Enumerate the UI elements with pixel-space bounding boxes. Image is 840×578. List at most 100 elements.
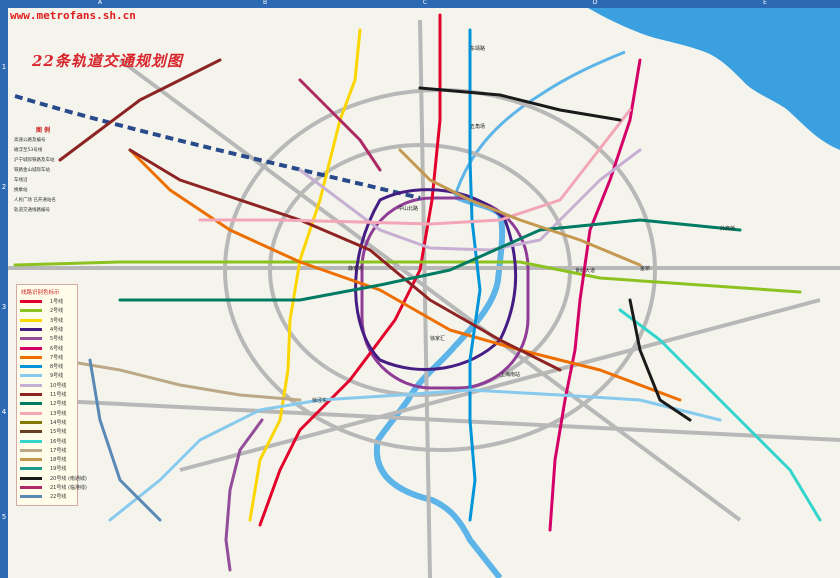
metro-line-16 <box>618 308 822 522</box>
line-color-swatch <box>20 430 42 434</box>
station-label: 上海南站 <box>500 371 520 378</box>
line-color-swatch <box>20 476 42 480</box>
metro-line-13 <box>198 108 632 226</box>
line-color-swatch <box>20 300 42 303</box>
line-color-swatch <box>20 337 42 341</box>
line-key-row: 18号线 <box>20 455 78 463</box>
line-key-label: 1号线 <box>50 299 64 305</box>
line-color-swatch <box>20 393 42 396</box>
grid-row-label: 2 <box>1 183 7 191</box>
line-color-swatch <box>20 402 42 406</box>
metro-line-6 <box>548 58 642 532</box>
metro-line-1 <box>258 13 442 527</box>
legend-item: 高速公路及编号 <box>14 138 46 143</box>
metro-line-5 <box>224 418 264 572</box>
line-color-swatch <box>20 374 42 378</box>
island-area <box>612 54 705 120</box>
line-key-row: 15号线 <box>20 427 78 435</box>
station-label: 外高桥 <box>720 225 735 232</box>
legend-item: 铁路金山城际车站 <box>14 168 50 173</box>
legend: 图 例 高速公路及编号 磁浮至53号线 沪宁城际铁路及车站 铁路金山城际车站 车… <box>14 125 80 225</box>
grid-col-label: E <box>763 0 767 6</box>
metro-line-22 <box>88 358 162 522</box>
line-key-row: 12号线 <box>20 399 78 407</box>
grid-col-label: B <box>262 0 268 6</box>
line-key-label: 22号线 <box>50 494 67 501</box>
station-label: 静安寺 <box>348 265 363 272</box>
station-label: 徐泾东 <box>312 397 327 404</box>
station-label: 中山北路 <box>398 205 418 212</box>
line-key-row: 16号线 <box>20 437 78 445</box>
grid-row-label: 5 <box>1 513 7 521</box>
line-key-row: 7号线 <box>20 353 78 361</box>
grid-col-label: A <box>97 0 103 6</box>
line-key-label: 6号线 <box>50 345 64 352</box>
grid-bar-top: A B C D E <box>0 0 840 8</box>
line-key-label: 12号线 <box>50 401 67 408</box>
line-key-row: 4号线 <box>20 325 78 333</box>
line-key-row: 10号线 <box>20 381 78 389</box>
legend-item: 磁浮至53号线 <box>14 148 43 153</box>
station-label: 金桥 <box>640 265 650 272</box>
legend-item: 车线沿 <box>14 178 28 183</box>
inner-ring <box>360 196 530 390</box>
station-label: 世纪大道 <box>575 267 595 274</box>
metro-line-18 <box>398 148 642 267</box>
metro-line-11 <box>58 58 562 372</box>
line-key-row: 11号线 <box>20 390 78 398</box>
line-key-label: 11号线 <box>50 392 67 398</box>
line-key-label: 20号线 (南通城) <box>50 475 87 482</box>
line-key-row: 14号线 <box>20 418 78 426</box>
line-color-swatch <box>20 420 42 424</box>
sea-area <box>588 8 840 150</box>
line-key-label: 15号线 <box>50 429 67 436</box>
grid-col-label: C <box>422 0 428 6</box>
line-color-swatch <box>20 365 42 369</box>
line-color-swatch <box>20 309 42 313</box>
metro-line-17 <box>58 358 302 402</box>
line-key-row: 19号线 <box>20 464 78 472</box>
line-key-label: 21号线 (临港线) <box>50 485 87 491</box>
grid-col-label: D <box>592 0 598 6</box>
line-key-row: 21号线 (临港线) <box>20 483 87 491</box>
metro-line-10 <box>298 148 642 252</box>
line-key-row: 5号线 <box>20 334 78 342</box>
legend-item: 沪宁城际铁路及车站 <box>14 158 55 163</box>
legend-item: 换乘站 <box>14 188 28 193</box>
line-key-row: 2号线 <box>20 306 78 314</box>
line-key-label: 18号线 <box>50 457 67 464</box>
line-key-row: 8号线 <box>20 362 78 370</box>
map-title: 22条轨道交通规划图 <box>32 52 183 70</box>
line-key-label: 4号线 <box>50 326 64 333</box>
line-key-label: 19号线 <box>50 466 67 473</box>
line-color-swatch <box>20 495 42 499</box>
line-color-swatch <box>20 383 42 387</box>
grid-row-label: 3 <box>1 303 7 311</box>
line-key-label: 2号线 <box>50 308 64 315</box>
line-key-label: 17号线 <box>50 447 67 454</box>
line-key-row: 6号线 <box>20 344 78 352</box>
metro-line-2 <box>13 260 802 294</box>
line-color-swatch <box>20 355 42 359</box>
line-key-title: 线路识别色标示 <box>21 290 60 296</box>
line-key-row: 9号线 <box>20 371 78 379</box>
metro-line-20 <box>418 86 692 422</box>
line-key-label: 7号线 <box>50 354 64 361</box>
station-label: 五角场 <box>470 123 485 130</box>
line-color-swatch <box>20 327 42 331</box>
line-key-label: 3号线 <box>50 317 64 324</box>
metro-line-9 <box>108 388 722 522</box>
line-color-swatch <box>20 448 42 452</box>
grid-row-label: 4 <box>1 408 7 416</box>
line-key-label: 9号线 <box>50 373 64 380</box>
metro-line-3 <box>248 28 362 522</box>
line-key-label: 8号线 <box>50 364 64 371</box>
grid-row-label: 1 <box>1 63 7 71</box>
line-color-swatch <box>20 486 42 489</box>
line-color-swatch <box>20 467 42 471</box>
line-key-label: 13号线 <box>50 410 67 417</box>
rail-line <box>14 94 421 200</box>
